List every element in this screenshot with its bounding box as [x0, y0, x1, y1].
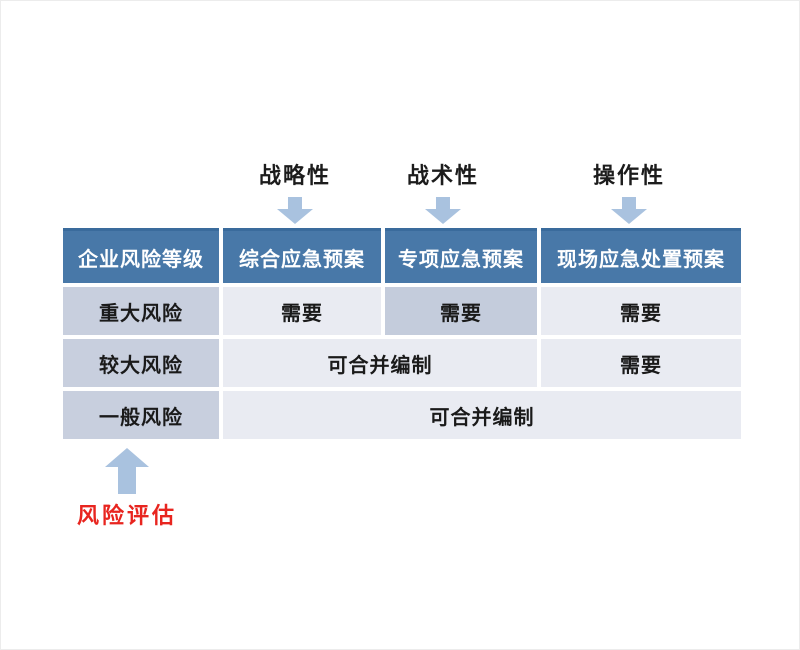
column-header-special-plan: 专项应急预案	[385, 228, 537, 283]
table-row-major-risk: 重大风险 需要 需要 需要	[63, 287, 741, 335]
plan-requirement-cell-highlighted: 需要	[385, 287, 537, 335]
plan-requirement-merged-cell: 可合并编制	[223, 391, 741, 439]
annotation-tactical: 战术性	[407, 158, 479, 229]
plan-requirement-merged-cell: 可合并编制	[223, 339, 537, 387]
operational-label: 操作性	[592, 163, 666, 189]
plan-requirement-cell: 需要	[223, 287, 381, 335]
risk-level-cell: 一般风险	[63, 391, 219, 439]
plan-requirement-cell: 需要	[541, 287, 741, 335]
tactical-label: 战术性	[406, 163, 480, 189]
annotation-operational: 操作性	[593, 158, 665, 229]
column-header-comprehensive-plan: 综合应急预案	[223, 228, 381, 283]
up-arrow-icon	[105, 448, 149, 499]
annotation-strategic: 战略性	[259, 158, 331, 229]
down-arrow-icon	[424, 197, 461, 224]
plan-requirement-cell: 需要	[541, 339, 741, 387]
risk-assessment-label: 风险评估	[77, 503, 178, 529]
risk-plan-table: 企业风险等级 综合应急预案 专项应急预案 现场应急处置预案 重大风险 需要 需要…	[59, 224, 745, 443]
column-header-risk-level: 企业风险等级	[63, 228, 219, 283]
column-header-onsite-plan: 现场应急处置预案	[541, 228, 741, 283]
down-arrow-icon	[276, 197, 313, 224]
down-arrow-icon	[610, 197, 647, 224]
table-header-row: 企业风险等级 综合应急预案 专项应急预案 现场应急处置预案	[63, 228, 741, 283]
risk-level-cell: 较大风险	[63, 339, 219, 387]
risk-level-cell: 重大风险	[63, 287, 219, 335]
strategic-label: 战略性	[258, 163, 332, 189]
table-row-general-risk: 一般风险 可合并编制	[63, 391, 741, 439]
table-row-larger-risk: 较大风险 可合并编制 需要	[63, 339, 741, 387]
